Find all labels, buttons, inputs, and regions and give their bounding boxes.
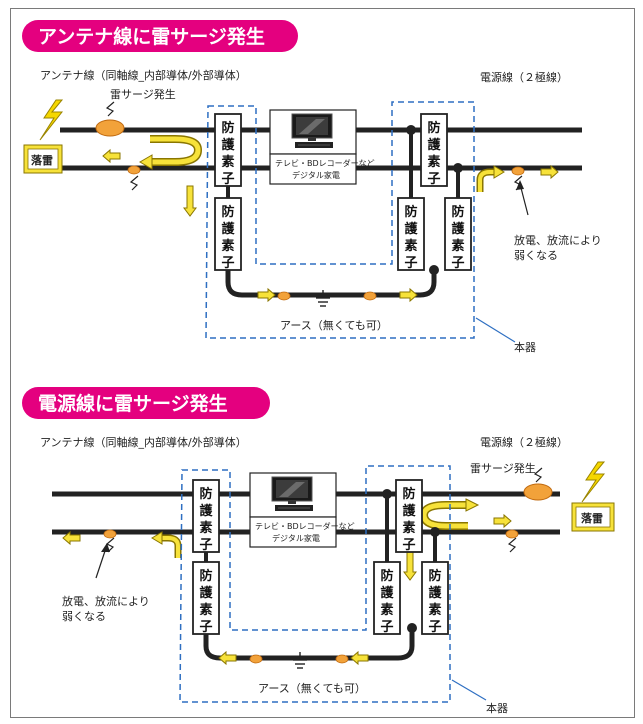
bottom-uturn-arrow-icon <box>421 502 468 529</box>
bottom-surge-spark-icon <box>523 483 553 501</box>
svg-text:防護素子: 防護素子 <box>221 204 235 271</box>
svg-text:防護素子: 防護素子 <box>221 120 235 187</box>
top-strike-label: 落雷 <box>31 153 53 167</box>
svg-text:防護素子: 防護素子 <box>402 486 416 553</box>
bottom-element-1: 防護素子 <box>192 479 220 553</box>
top-section: アンテナ線に雷サージ発生 アンテナ線（同軸線_内部導体/外部導体） 雷サージ発生… <box>22 20 602 354</box>
bottom-title-banner <box>22 387 270 419</box>
bottom-earth-line <box>203 628 415 661</box>
svg-text:防護素子: 防護素子 <box>380 568 394 635</box>
svg-text:防護素子: 防護素子 <box>451 204 465 271</box>
top-discharge-label-1: 放電、放流により <box>514 233 602 247</box>
top-power-label: 電源線（２極線） <box>480 70 568 84</box>
top-element-2: 防護素子 <box>214 197 242 271</box>
top-element-3: 防護素子 <box>420 113 448 187</box>
bottom-device-outline <box>179 465 451 703</box>
svg-text:防護素子: 防護素子 <box>199 486 213 553</box>
svg-text:防護素子: 防護素子 <box>427 120 441 187</box>
top-surge-spark-icon <box>95 119 125 137</box>
top-tv-label-2: デジタル家電 <box>292 170 340 180</box>
top-uturn-arrow-icon <box>150 136 201 165</box>
svg-text:防護素子: 防護素子 <box>199 568 213 635</box>
bottom-arrow-right-icon <box>493 514 512 528</box>
bottom-discharge-label-1: 放電、放流により <box>62 594 150 608</box>
bottom-title: 電源線に雷サージ発生 <box>38 392 228 415</box>
bottom-tv-label-2: デジタル家電 <box>272 533 320 543</box>
top-element-1: 防護素子 <box>214 113 242 187</box>
top-element-5: 防護素子 <box>444 197 472 271</box>
top-antenna-label: アンテナ線（同軸線_内部導体/外部導体） <box>40 68 247 82</box>
top-tv-label-1: テレビ・BDレコーダーなど <box>275 158 375 168</box>
top-surge-label: 雷サージ発生 <box>110 87 176 101</box>
top-earth-label: アース（無くても可） <box>280 318 388 332</box>
bottom-arrow-down-icon <box>403 549 417 581</box>
top-ground-icon <box>315 289 331 307</box>
bottom-lightning-icon <box>581 461 606 503</box>
bottom-discharge-label-2: 弱くなる <box>62 610 106 623</box>
bottom-power-label: 電源線（２極線） <box>480 435 568 449</box>
bottom-earth-label: アース（無くても可） <box>258 681 366 695</box>
top-device-outline <box>205 101 475 339</box>
top-title: アンテナ線に雷サージ発生 <box>38 25 265 48</box>
bottom-surge-label: 雷サージ発生 <box>470 461 536 475</box>
bottom-device-label: 本器 <box>486 701 508 715</box>
top-arrow-down-icon <box>183 185 197 217</box>
top-element-4: 防護素子 <box>397 197 425 271</box>
svg-text:防護素子: 防護素子 <box>428 568 442 635</box>
top-tv-icon <box>269 109 357 155</box>
bottom-element-3: 防護素子 <box>395 479 423 553</box>
top-title-banner <box>22 20 298 52</box>
bottom-tv-icon <box>249 472 337 518</box>
top-lightning-icon <box>39 99 64 141</box>
bottom-element-2: 防護素子 <box>192 561 220 635</box>
bottom-element-5: 防護素子 <box>421 561 449 635</box>
top-earth-line <box>225 270 437 298</box>
top-arrow-left-icon <box>102 149 121 163</box>
bottom-strike-label: 落雷 <box>581 511 603 525</box>
bottom-tv-label-1: テレビ・BDレコーダーなど <box>255 521 355 531</box>
bottom-ground-icon <box>292 651 308 669</box>
top-discharge-label-2: 弱くなる <box>514 249 558 262</box>
bottom-element-4: 防護素子 <box>373 561 401 635</box>
svg-text:防護素子: 防護素子 <box>404 204 418 271</box>
top-device-label: 本器 <box>514 340 536 354</box>
bottom-antenna-label: アンテナ線（同軸線_内部導体/外部導体） <box>40 435 247 449</box>
bottom-section: 電源線に雷サージ発生 アンテナ線（同軸線_内部導体/外部導体） 電源線（２極線）… <box>22 387 615 715</box>
